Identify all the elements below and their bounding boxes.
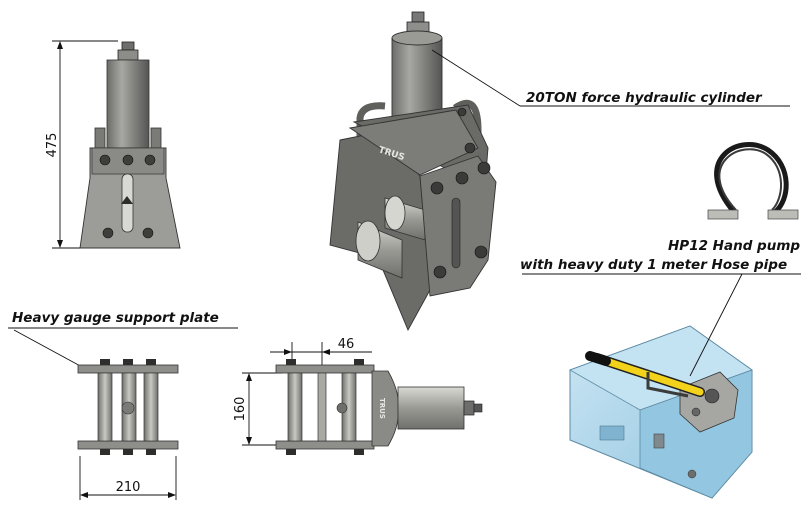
width-label: 210: [116, 480, 141, 495]
pump-callout-line2: with heavy duty 1 meter Hose pipe: [520, 257, 787, 273]
height-label: 475: [45, 133, 60, 158]
hose-illustration: HP12 Hand pump with heavy duty 1 meter H…: [520, 142, 801, 275]
side-view: 46 160 TRUS: [233, 337, 483, 455]
offset-label: 46: [338, 337, 355, 352]
isometric-view: TRUS 20TON force hydraulic cylinder: [329, 11, 790, 332]
hand-pump-illustration: [569, 273, 753, 499]
pump-callout-line1: HP12 Hand pump: [668, 238, 800, 254]
front-view: 475: [45, 40, 181, 249]
width-dimension: 210: [79, 456, 177, 500]
offset-dimension: 46: [270, 337, 372, 368]
height-dimension: 475: [45, 40, 118, 249]
depth-dimension: 160: [233, 372, 282, 446]
plate-callout: Heavy gauge support plate: [12, 310, 219, 326]
depth-label: 160: [233, 397, 248, 422]
cylinder-callout: 20TON force hydraulic cylinder: [526, 90, 763, 106]
top-view-left: Heavy gauge support plate 210: [8, 310, 238, 500]
brand-mark-side: TRUS: [378, 398, 386, 419]
